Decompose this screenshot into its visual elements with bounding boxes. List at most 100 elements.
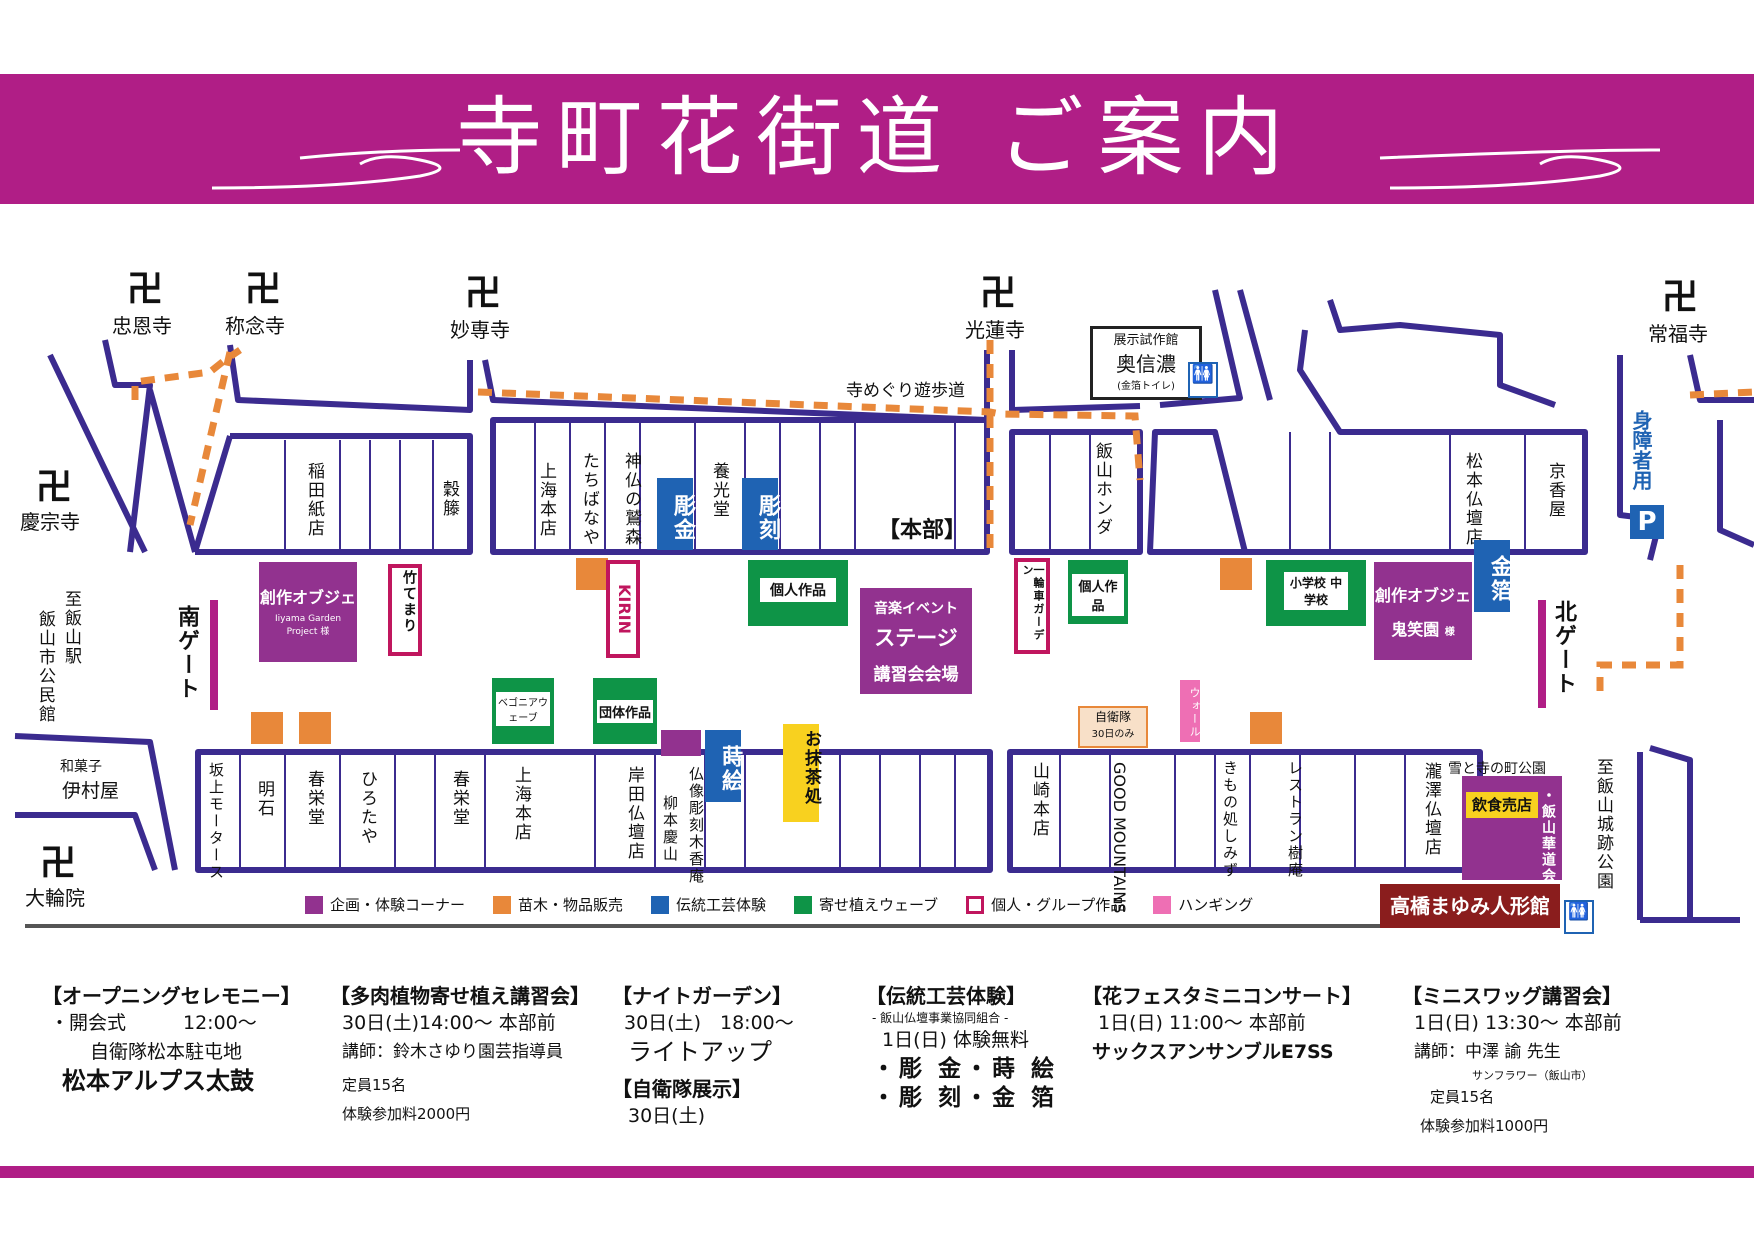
event-sdf-l1: 30日(土) <box>628 1105 706 1127</box>
legend-swatch <box>794 895 813 914</box>
keishuji-label: 慶宗寺 <box>20 510 80 534</box>
event-opening-l3: 松本アルプス太鼓 <box>62 1067 254 1095</box>
sousaku-object-2: 創作オブジェ 鬼笑園 様 <box>1374 562 1472 660</box>
legend-swatch <box>651 895 670 914</box>
event-craft-l3: ・彫 刻・金 箔 <box>872 1085 1059 1111</box>
page-title: 寺町花街道 ご案内 <box>456 88 1298 188</box>
event-night-title: 【ナイトガーデン】 <box>612 984 792 1008</box>
legend-item-sales: 苗木・物品販売 <box>493 894 623 915</box>
shop-shimizu: きもの処しみず <box>1221 760 1239 879</box>
restroom-icon: 🚻 <box>1188 362 1218 398</box>
shop-takizawa: 瀧澤仏壇店 <box>1421 762 1441 857</box>
event-succulent-l1: 30日(土)14:00〜 本部前 <box>342 1012 556 1034</box>
event-swag-l2: 講師：中澤 諭 先生 <box>1414 1042 1561 1062</box>
event-concert-title: 【花フェスタミニコンサート】 <box>1082 984 1362 1008</box>
stage-line3: 講習会会場 <box>873 665 959 685</box>
event-craft-l1: 1日(日) 体験無料 <box>882 1029 1029 1051</box>
shop-shanghai-south: 上海本店 <box>511 766 531 842</box>
north-gate-label: 北ゲート <box>1551 600 1576 696</box>
legend-swatch <box>966 895 985 914</box>
shop-washimori: 神仏の鷲森 <box>621 452 641 547</box>
jieitai-box: 自衛隊 30日のみ <box>1078 706 1148 748</box>
shop-inada: 稲田紙店 <box>304 462 324 538</box>
event-craft-sub: - 飯山仏壇事業協同組合 - <box>872 1011 1009 1025</box>
shop-shueido-2: 春栄堂 <box>449 770 469 827</box>
shop-matsumoto: 松本仏壇店 <box>1462 452 1482 547</box>
shop-good-mountains: GOOD MOUNTAINS <box>1110 762 1129 914</box>
shop-shanghai-north: 上海本店 <box>536 462 556 538</box>
event-night-garden: 【ナイトガーデン】 30日(土) 18:00〜 ライトアップ 【自衛隊展示】 3… <box>612 980 794 1131</box>
restroom-icon-2: 🚻 <box>1564 900 1594 934</box>
jieitai-sub: 30日のみ <box>1091 729 1135 740</box>
shop-yokodo: 養光堂 <box>709 462 729 519</box>
legend: 企画・体験コーナー 苗木・物品販売 伝統工芸体験 寄せ植えウェーブ 個人・グルー… <box>305 894 1253 915</box>
honbu-label: 【本部】 <box>878 518 967 543</box>
begonia-label: ベゴニアウェーブ <box>496 692 550 726</box>
event-craft-title: 【伝統工芸体験】 <box>866 984 1026 1008</box>
okushinano-sub: 展示試作館 <box>1113 333 1179 348</box>
dairinin-temple-icon: 卍 <box>40 843 77 884</box>
orange-marker-1 <box>576 558 608 590</box>
sousaku2-title: 創作オブジェ <box>1374 586 1471 605</box>
north-gate-marker <box>1538 600 1546 708</box>
event-swag-title: 【ミニスワッグ講習会】 <box>1402 984 1622 1008</box>
shonenji-label: 称念寺 <box>225 314 285 338</box>
shop-sakagami: 坂上モータース <box>207 762 225 881</box>
orange-marker-5 <box>1250 712 1282 744</box>
block-north-3 <box>1009 429 1143 555</box>
dantai-box: 団体作品 <box>593 678 657 744</box>
parking-icon: P <box>1630 505 1664 539</box>
community-hall-label: 飯山市公民館 <box>35 610 55 724</box>
kinpaku-box: 金箔 <box>1474 540 1512 612</box>
shop-iiyama-honda: 飯山ホンダ <box>1092 442 1112 537</box>
chokoku-box: 彫刻 <box>742 478 780 550</box>
okushinano-note: (金箔トイレ) <box>1117 381 1175 392</box>
chuonji-temple-icon: 卍 <box>127 269 164 310</box>
shop-akashi: 明石 <box>254 780 274 818</box>
event-concert-l1: 1日(日) 11:00〜 本部前 <box>1098 1012 1306 1034</box>
takahashi-doll-museum: 高橋まゆみ人形館 <box>1380 884 1560 928</box>
food-stall-box: 飲食売店 <box>1466 792 1538 818</box>
barrier-free-label: 身障者用 <box>1629 410 1653 490</box>
event-swag-l1: 1日(日) 13:30〜 本部前 <box>1414 1012 1622 1034</box>
makie-box: 蒔絵 <box>705 730 743 802</box>
jofukuji-temple-icon: 卍 <box>1662 277 1699 318</box>
event-sdf-title: 【自衛隊展示】 <box>612 1077 752 1101</box>
event-swag-l4: 定員15名 <box>1430 1088 1495 1106</box>
shop-yanagimoto: 柳本慶山 <box>661 795 679 863</box>
shop-yamazaki: 山崎本店 <box>1029 762 1049 838</box>
stage-line1: 音楽イベント <box>874 601 958 617</box>
legend-item-craft: 伝統工芸体験 <box>651 894 766 915</box>
jieitai-label: 自衛隊 <box>1094 710 1131 724</box>
keishuji-temple-icon: 卍 <box>36 467 73 508</box>
purple-marker <box>661 730 701 756</box>
school-box: 小学校 中学校 <box>1266 560 1366 626</box>
title-banner <box>0 74 1754 204</box>
sousaku-object-1: 創作オブジェ Iiyama Garden Project 様 <box>259 562 357 662</box>
event-succulent-title: 【多肉植物寄せ植え講習会】 <box>330 984 590 1008</box>
kojin2-label: 個人作品 <box>1072 574 1124 616</box>
event-opening-l2: 自衛隊松本駐屯地 <box>90 1041 243 1063</box>
bottom-bar <box>0 1166 1754 1178</box>
wagashi-label: 和菓子 <box>60 759 102 775</box>
orange-marker-2 <box>1220 558 1252 590</box>
wall-box: ウォール <box>1180 680 1201 742</box>
event-swag: 【ミニスワッグ講習会】 1日(日) 13:30〜 本部前 講師：中澤 諭 先生 … <box>1402 980 1622 1141</box>
shop-kokuto: 穀籐 <box>439 480 459 518</box>
shop-hirotaya: ひろたや <box>357 770 377 846</box>
kojin-sakuhin-2: 個人作品 <box>1068 560 1128 624</box>
stage-box: 音楽イベント ステージ 講習会会場 <box>860 588 972 694</box>
choukin-box: 彫金 <box>657 478 695 550</box>
chuonji-label: 忠恩寺 <box>112 314 172 338</box>
event-concert: 【花フェスタミニコンサート】 1日(日) 11:00〜 本部前 サックスアンサン… <box>1082 980 1362 1067</box>
walkway-label: 寺めぐり遊歩道 <box>846 381 965 401</box>
korenji-label: 光蓮寺 <box>965 318 1025 342</box>
orange-marker-4 <box>299 712 331 744</box>
omatcha-box: お抹茶処 <box>783 724 821 822</box>
block-north-4 <box>1147 429 1248 555</box>
block-south-2 <box>1007 749 1483 873</box>
event-succulent-l4: 体験参加料2000円 <box>342 1105 471 1123</box>
event-concert-l2: サックスアンサンブルE7SS <box>1092 1041 1334 1063</box>
event-night-l2: ライトアップ <box>628 1038 772 1066</box>
